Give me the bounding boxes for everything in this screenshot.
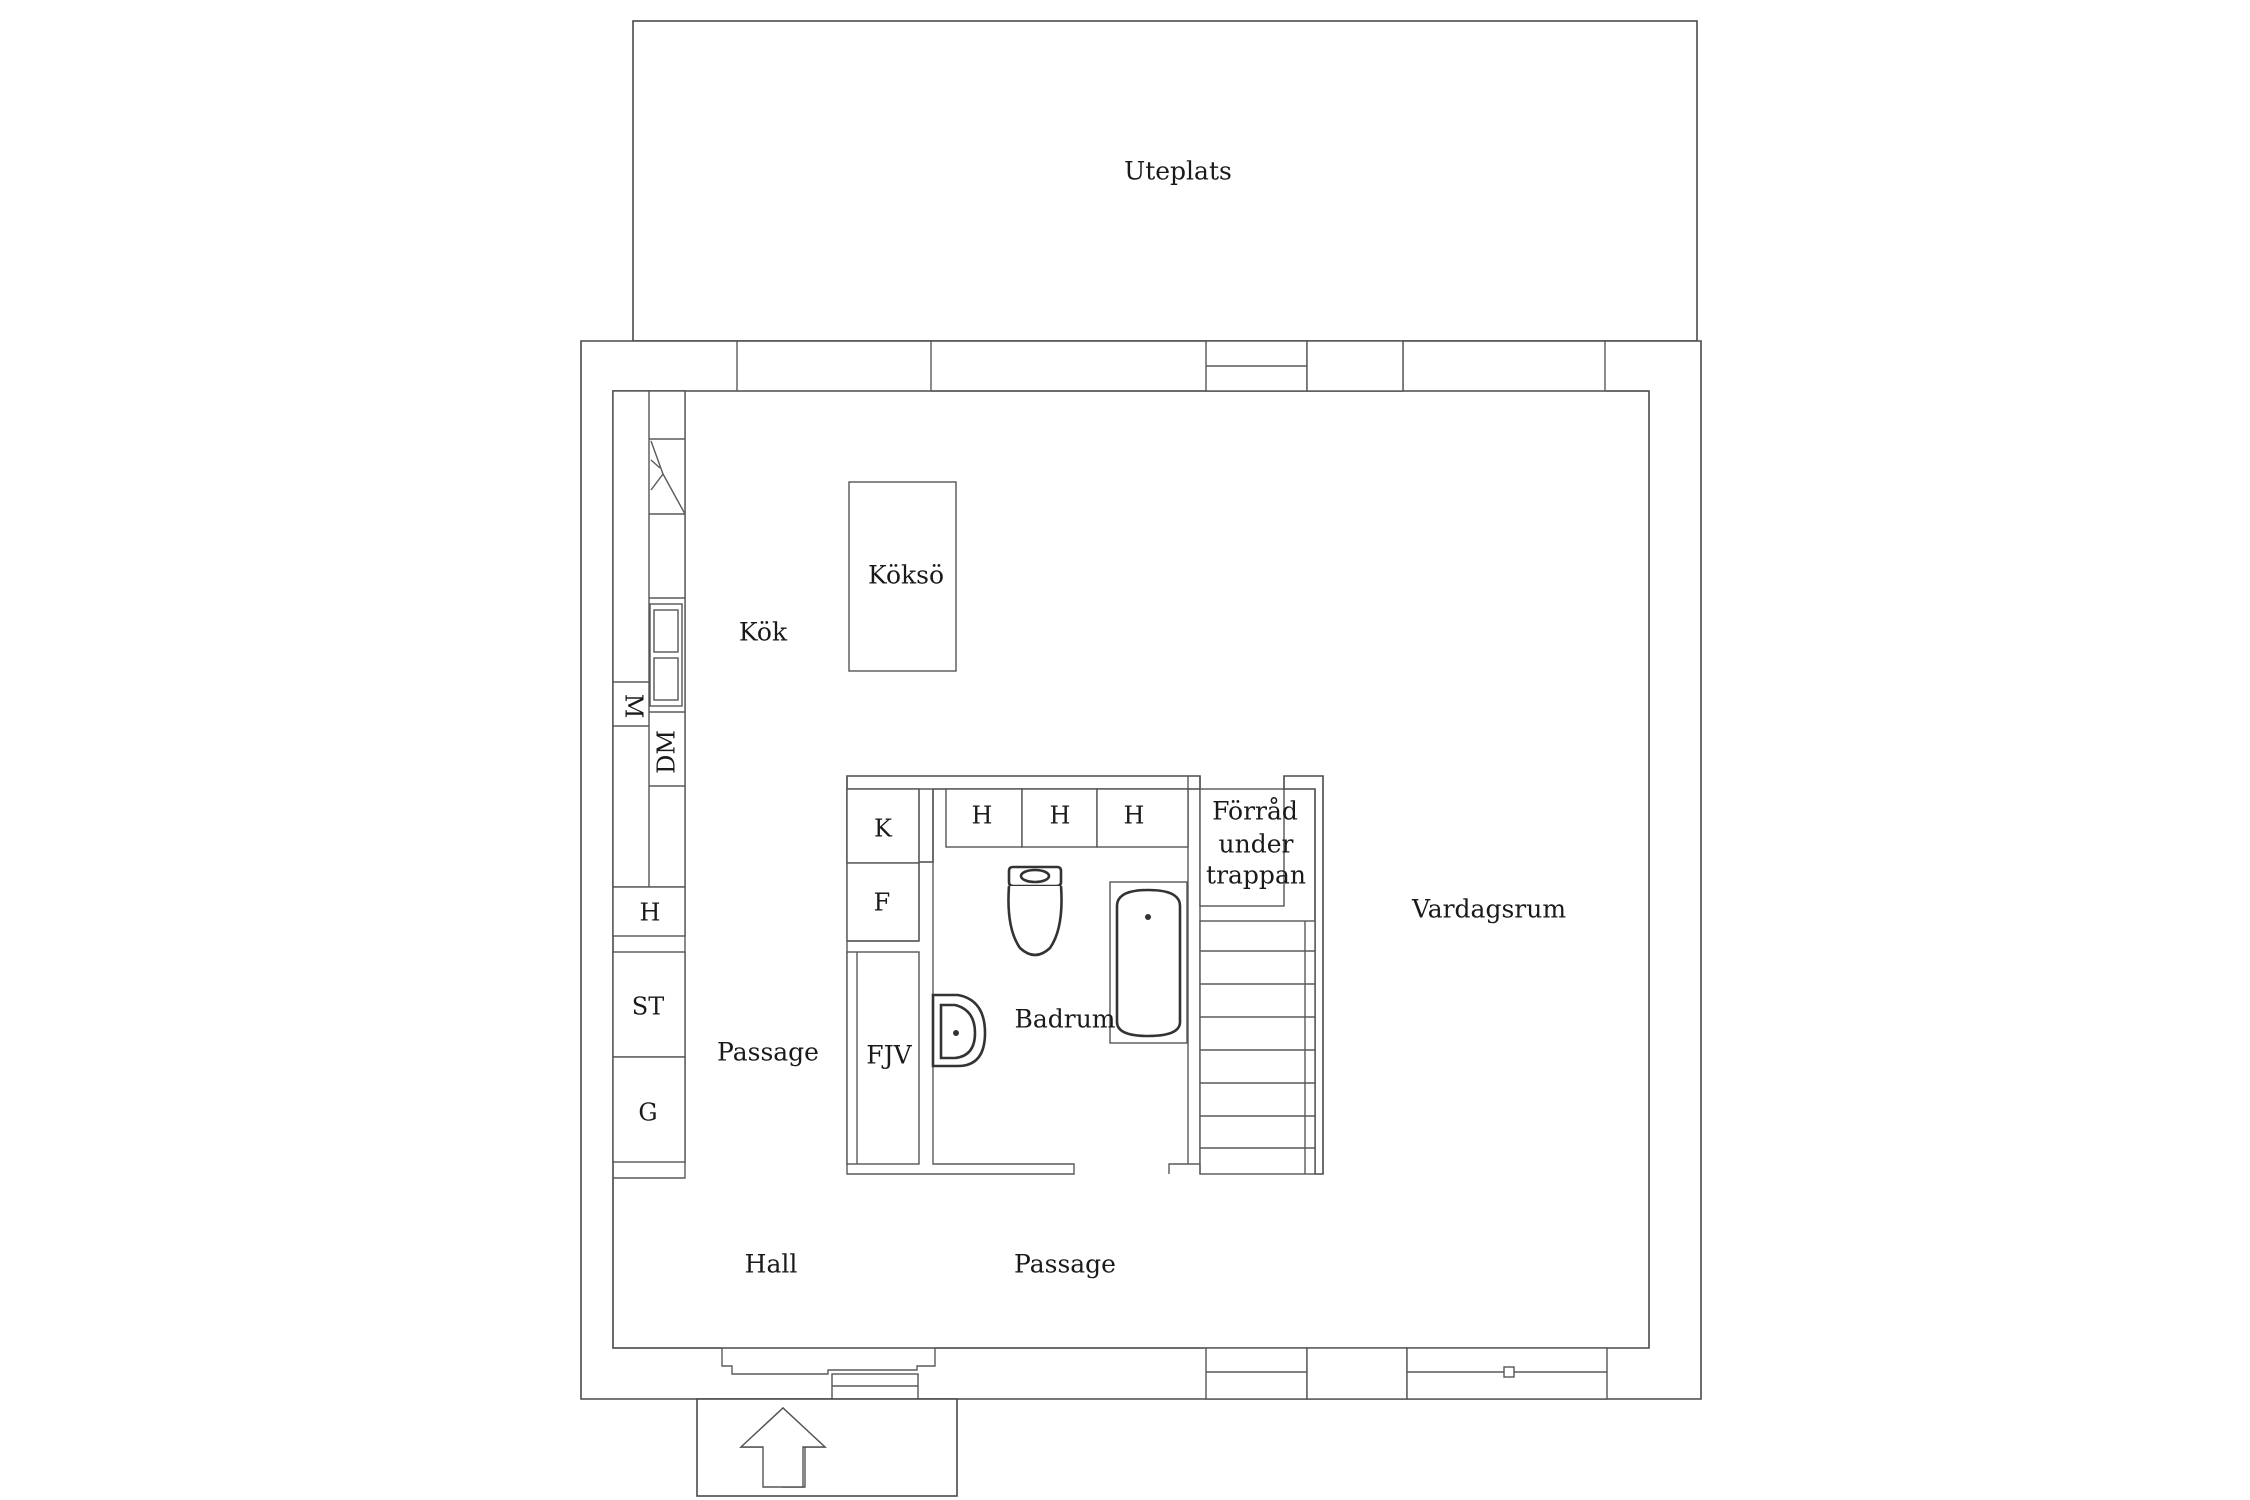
label-m: M xyxy=(620,694,648,719)
label-k: K xyxy=(874,815,893,843)
label-hall: Hall xyxy=(745,1250,798,1279)
cabinet-g xyxy=(612,1056,686,1163)
label-badrum: Badrum xyxy=(1014,1005,1115,1034)
kitchen-sink-icon xyxy=(649,603,683,707)
district-heating-unit xyxy=(846,940,920,1165)
exterior-wall xyxy=(580,340,1702,1400)
label-passage-bottom: Passage xyxy=(1014,1250,1116,1279)
label-forrad-3: trappan xyxy=(1206,861,1306,890)
kitchen-counter xyxy=(612,390,686,888)
label-h-left: H xyxy=(640,899,661,927)
label-st: ST xyxy=(632,993,664,1021)
label-forrad-1: Förråd xyxy=(1212,797,1298,826)
bathtub-icon xyxy=(1109,881,1188,1044)
cabinet-st xyxy=(612,951,686,1058)
label-g: G xyxy=(638,1099,657,1127)
label-h-top-1: H xyxy=(972,802,993,830)
label-kokso: Köksö xyxy=(868,561,944,590)
terrace-outline xyxy=(632,20,1698,342)
label-kok: Kök xyxy=(739,618,788,647)
label-vardagsrum: Vardagsrum xyxy=(1411,895,1566,924)
entrance-arrow-outline xyxy=(739,1407,827,1488)
storage-under-stairs xyxy=(1199,775,1324,1175)
toilet-icon xyxy=(1007,865,1063,957)
window-bottom xyxy=(1205,1347,1608,1400)
stairs-icon xyxy=(1199,920,1316,1175)
exterior-wall-inner-steps xyxy=(612,341,1649,1375)
cabinet-f xyxy=(846,862,920,942)
label-dm: DM xyxy=(653,730,681,774)
cabinet-h-left xyxy=(612,886,686,937)
label-passage-left: Passage xyxy=(717,1038,819,1067)
label-forrad-2: under xyxy=(1219,830,1294,859)
window-top xyxy=(1205,340,1404,392)
washbasin-icon xyxy=(931,993,987,1068)
kitchen-island xyxy=(848,481,957,672)
label-h-top-3: H xyxy=(1124,802,1145,830)
entrance-landing xyxy=(696,1398,958,1497)
front-door xyxy=(831,1373,919,1400)
label-h-top-2: H xyxy=(1050,802,1071,830)
label-f: F xyxy=(874,889,891,917)
label-uteplats: Uteplats xyxy=(1124,157,1232,186)
label-fjv: FJV xyxy=(866,1041,912,1070)
bathroom-cabinets-top xyxy=(945,788,1189,848)
